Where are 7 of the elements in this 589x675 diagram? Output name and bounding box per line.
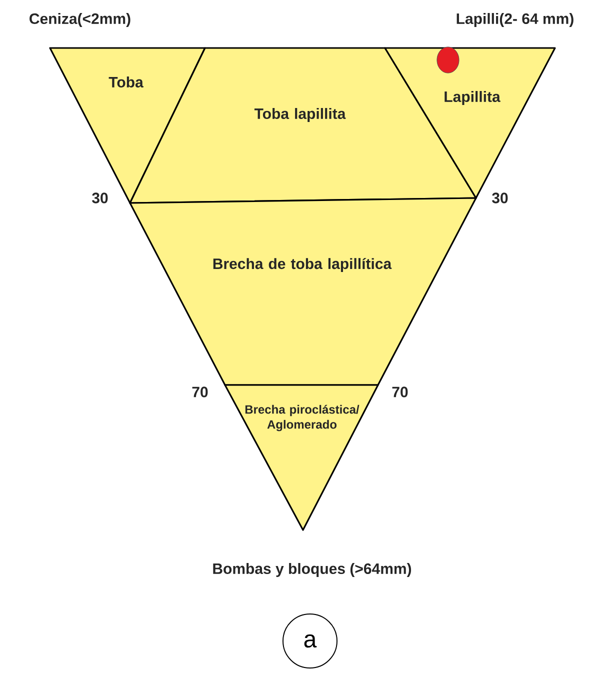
scale-value: 70 <box>192 386 208 398</box>
axis-label: Bombas y bloques (>64mm) <box>213 563 412 577</box>
axis-label: Ceniza(<2mm) <box>30 13 130 27</box>
axis-label: Lapilli(2- 64 mm) <box>456 13 574 27</box>
classification-field: Brecha piroclástica/ Aglomerado <box>224 384 379 531</box>
scale-value: 70 <box>392 386 408 398</box>
scale-value: 30 <box>92 192 108 204</box>
